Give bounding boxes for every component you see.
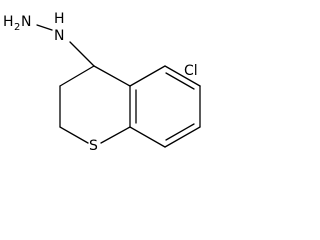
nh2-n-label: N — [21, 14, 31, 30]
chlorine-label: Cl — [184, 63, 198, 79]
bond-c8-c8a — [129, 126, 166, 148]
atom-labels: H 2 N N H S Cl — [3, 11, 198, 154]
bond-n-c4 — [69, 41, 95, 67]
molecule-structure: H 2 N N H S Cl — [3, 11, 201, 154]
bond-c7-c8 — [164, 126, 201, 148]
nh2-h-label: H — [3, 14, 14, 30]
nh-h-label: H — [54, 11, 65, 27]
bond-c7-c8-inner — [165, 123, 195, 141]
bond-c4-c4a — [93, 65, 131, 87]
sulfur-label: S — [89, 138, 98, 154]
bond-c5-c6 — [164, 65, 201, 87]
bond-c5-c6-inner — [165, 72, 195, 90]
bond-n-n — [36, 24, 53, 31]
nh-n-label: N — [54, 28, 64, 44]
bond-s-c8a — [100, 126, 131, 144]
bond-c2-s — [59, 126, 89, 144]
bonds — [36, 24, 201, 148]
bond-c4-c3 — [59, 65, 95, 87]
bond-c4a-c5 — [129, 65, 166, 87]
nh2-subscript-label: 2 — [14, 22, 20, 33]
